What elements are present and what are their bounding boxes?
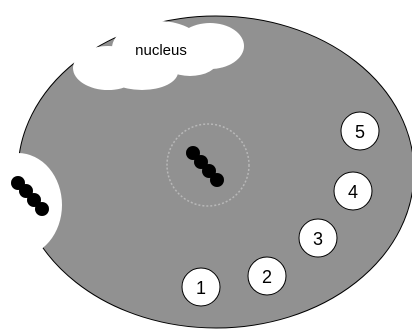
bead-chain-left xyxy=(11,176,49,216)
marker-label-4: 4 xyxy=(348,182,358,202)
dotted-ring xyxy=(166,123,250,207)
nucleus-cloud: nucleus xyxy=(73,21,244,90)
nucleus-label: nucleus xyxy=(135,42,187,59)
marker-label-1: 1 xyxy=(196,278,206,298)
bead-chain-center xyxy=(186,146,224,187)
numbered-marker-2: 2 xyxy=(247,256,287,296)
numbered-marker-4: 4 xyxy=(333,171,373,211)
numbered-marker-5: 5 xyxy=(340,111,380,151)
marker-label-2: 2 xyxy=(262,267,272,287)
marker-label-3: 3 xyxy=(313,229,323,249)
marker-label-5: 5 xyxy=(355,122,365,142)
numbered-marker-1: 1 xyxy=(181,267,221,307)
numbered-marker-3: 3 xyxy=(298,218,338,258)
